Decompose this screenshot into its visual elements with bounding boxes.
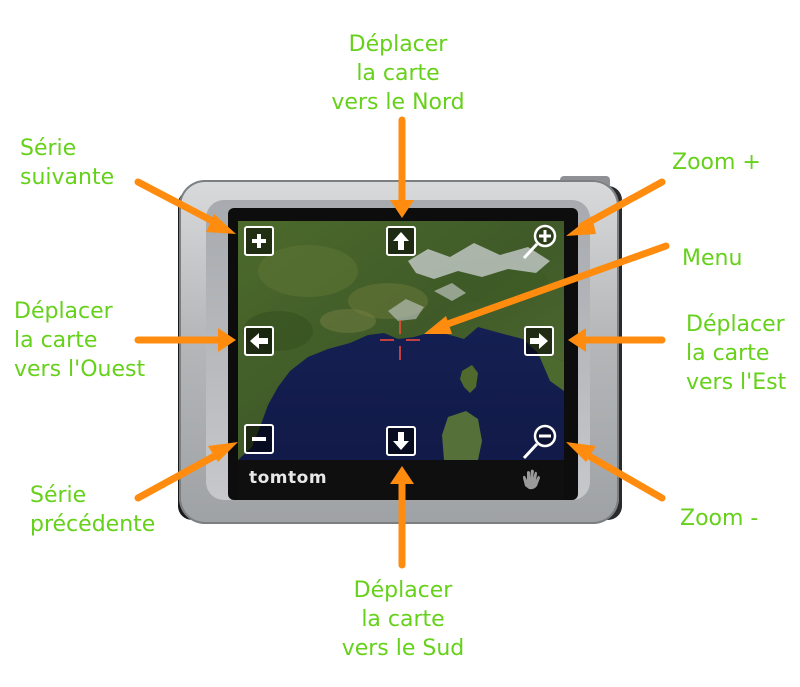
move-east-button[interactable] (524, 326, 554, 356)
move-south-button[interactable] (386, 426, 416, 456)
satellite-map[interactable] (238, 221, 564, 460)
minus-icon (252, 437, 266, 441)
previous-series-button[interactable] (244, 424, 274, 454)
label-move-west: Déplacer la carte vers l'Ouest (14, 299, 146, 382)
zoom-in-button[interactable] (520, 220, 564, 264)
arrow-down-icon (393, 432, 409, 450)
label-move-east: Déplacer la carte vers l'Est (686, 312, 787, 395)
arrow-left-icon (250, 333, 268, 349)
label-zoom-out: Zoom - (680, 506, 759, 531)
next-series-button[interactable] (244, 226, 274, 256)
arrow-menu (438, 242, 670, 330)
label-next-series: Série suivante (20, 136, 115, 190)
label-zoom-in: Zoom + (672, 150, 761, 175)
arrow-up-icon (393, 232, 409, 250)
magnifier-plus-icon (522, 224, 557, 260)
hand-icon[interactable] (519, 466, 545, 492)
label-previous-series: Série précédente (30, 483, 156, 537)
brand-logo: tomtom (249, 468, 328, 488)
crosshair-icon[interactable] (380, 320, 420, 360)
magnifier-minus-icon (522, 424, 557, 460)
move-north-button[interactable] (386, 226, 416, 256)
plus-icon (252, 234, 266, 248)
label-menu: Menu (682, 246, 743, 271)
arrow-zoom-out (578, 448, 666, 502)
arrow-zoom-in (578, 178, 666, 230)
zoom-out-button[interactable] (520, 420, 564, 464)
arrow-next-series (134, 178, 226, 230)
arrow-previous-series (134, 448, 226, 502)
label-move-south: Déplacer la carte vers le Sud (341, 578, 465, 661)
label-move-north: Déplacer la carte vers le Nord (331, 32, 465, 115)
arrow-right-icon (530, 333, 548, 349)
move-west-button[interactable] (244, 326, 274, 356)
